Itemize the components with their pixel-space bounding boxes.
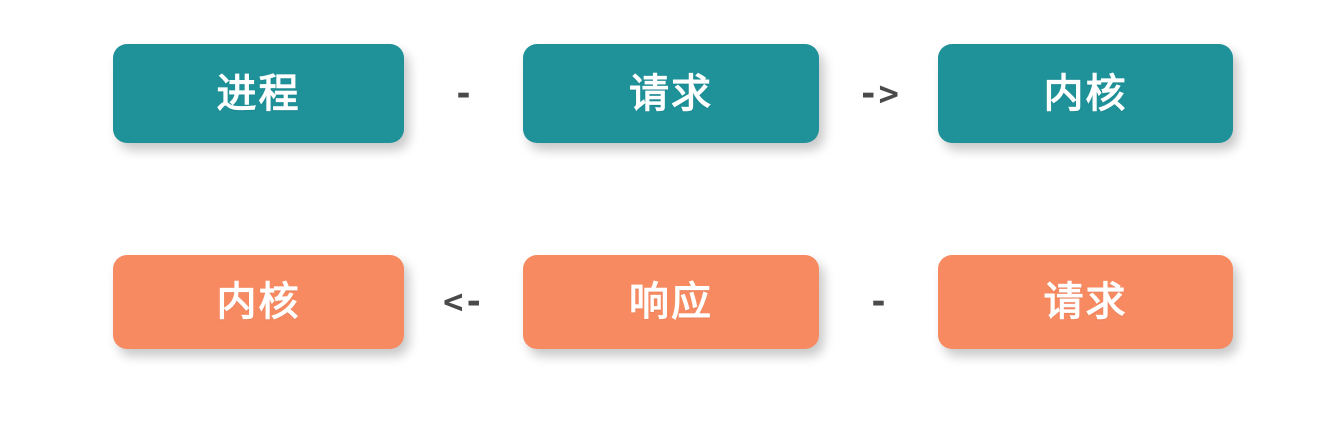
node-kernel-bottom[interactable]: 内核: [113, 255, 404, 349]
node-response[interactable]: 响应: [523, 255, 819, 349]
flow-row-response: 内核 <- 响应 - 请求: [0, 253, 1328, 363]
connector-arrow-left: <-: [443, 282, 484, 322]
node-label: 内核: [1043, 71, 1128, 116]
node-label: 请求: [1043, 280, 1128, 324]
node-label: 响应: [629, 280, 713, 324]
node-request-bottom[interactable]: 请求: [938, 255, 1233, 349]
node-label: 进程: [216, 71, 301, 116]
node-process[interactable]: 进程: [113, 44, 404, 143]
connector-dash-bottom: -: [868, 282, 889, 322]
node-label: 内核: [216, 280, 301, 324]
connector-arrow-right: ->: [858, 73, 899, 114]
connector-dash-top: -: [453, 73, 474, 114]
node-kernel-top[interactable]: 内核: [938, 44, 1233, 143]
node-label: 请求: [629, 71, 713, 116]
flow-row-request: 进程 - 请求 -> 内核: [0, 42, 1328, 152]
node-request-top[interactable]: 请求: [523, 44, 819, 143]
